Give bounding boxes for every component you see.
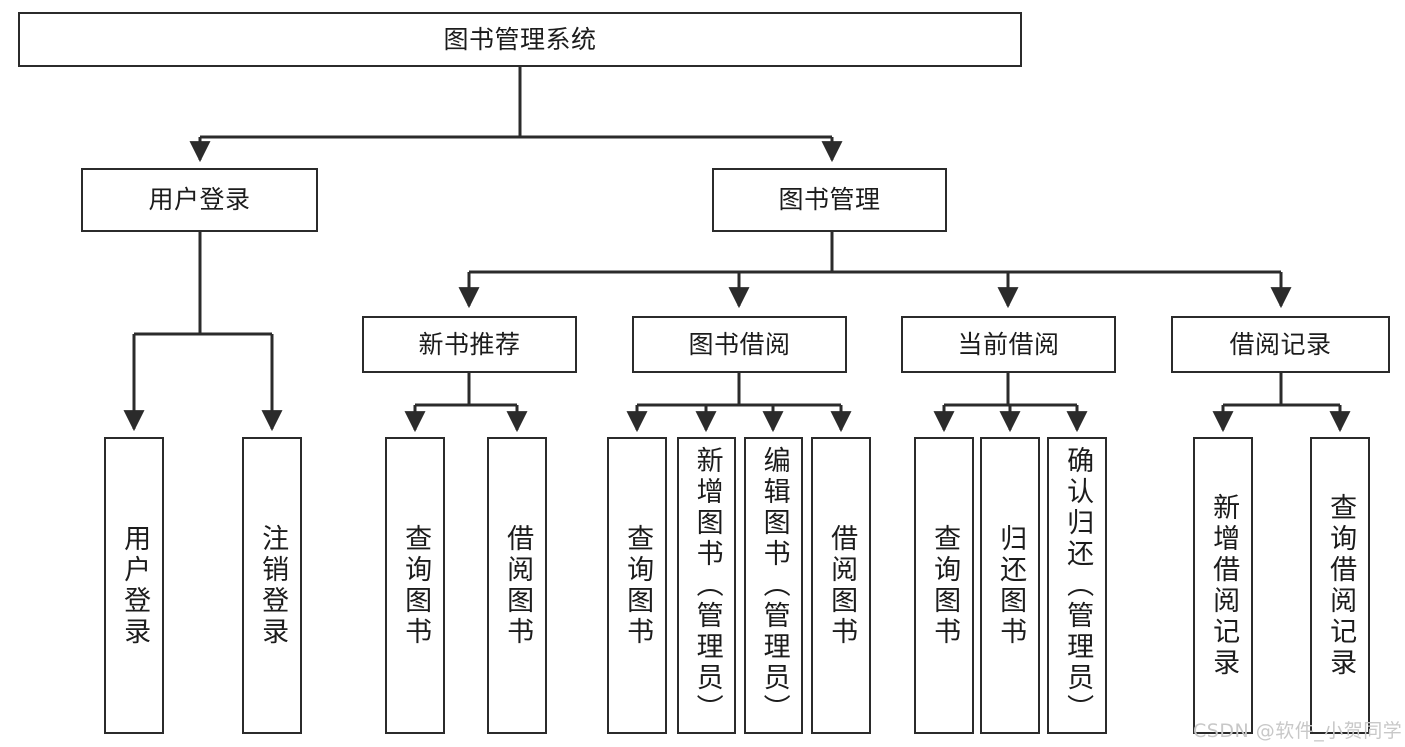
node-leaf-borrow-book-1[interactable]: 借阅图书 xyxy=(487,437,547,734)
node-label: 用户登录 xyxy=(148,185,251,214)
node-current-borrow[interactable]: 当前借阅 xyxy=(901,316,1116,373)
node-label: 查询图书 xyxy=(622,523,654,648)
node-label: 当前借阅 xyxy=(957,329,1060,359)
node-leaf-add-record[interactable]: 新增借阅记录 xyxy=(1193,437,1253,734)
node-leaf-return-book[interactable]: 归还图书 xyxy=(980,437,1040,734)
watermark-text: CSDN @软件_小贺同学 xyxy=(1193,720,1403,742)
node-label: 图书管理系统 xyxy=(443,24,597,54)
node-label: 借阅图书 xyxy=(502,523,534,648)
node-label: 确认归还（管理员） xyxy=(1062,446,1094,725)
node-label: 新增借阅记录 xyxy=(1208,492,1240,679)
node-label: 查询借阅记录 xyxy=(1325,492,1357,679)
node-book-borrow[interactable]: 图书借阅 xyxy=(632,316,847,373)
node-leaf-confirm-return[interactable]: 确认归还（管理员） xyxy=(1047,437,1107,734)
node-leaf-logout-login[interactable]: 注销登录 xyxy=(242,437,302,734)
node-root-system[interactable]: 图书管理系统 xyxy=(18,12,1022,67)
node-label: 借阅记录 xyxy=(1229,329,1332,359)
node-leaf-user-login[interactable]: 用户登录 xyxy=(104,437,164,734)
node-label: 查询图书 xyxy=(400,523,432,648)
node-user-login[interactable]: 用户登录 xyxy=(81,168,318,232)
node-book-manage[interactable]: 图书管理 xyxy=(712,168,947,232)
node-leaf-query-record[interactable]: 查询借阅记录 xyxy=(1310,437,1370,734)
node-leaf-edit-book[interactable]: 编辑图书（管理员） xyxy=(744,437,803,734)
node-label: 借阅图书 xyxy=(826,523,858,648)
node-label: 图书借阅 xyxy=(688,329,791,359)
node-leaf-query-book-2[interactable]: 查询图书 xyxy=(607,437,667,734)
node-leaf-borrow-book-2[interactable]: 借阅图书 xyxy=(811,437,871,734)
node-leaf-query-book-3[interactable]: 查询图书 xyxy=(914,437,974,734)
node-label: 新增图书（管理员） xyxy=(691,446,723,725)
node-borrow-record[interactable]: 借阅记录 xyxy=(1171,316,1390,373)
node-new-book-rec[interactable]: 新书推荐 xyxy=(362,316,577,373)
node-label: 编辑图书（管理员） xyxy=(758,446,790,725)
node-label: 注销登录 xyxy=(257,523,289,648)
node-label: 查询图书 xyxy=(929,523,961,648)
node-leaf-add-book[interactable]: 新增图书（管理员） xyxy=(677,437,736,734)
node-label: 用户登录 xyxy=(119,523,151,648)
node-label: 图书管理 xyxy=(778,185,881,214)
node-label: 新书推荐 xyxy=(418,329,521,359)
node-leaf-query-book-1[interactable]: 查询图书 xyxy=(385,437,445,734)
node-label: 归还图书 xyxy=(995,523,1027,648)
